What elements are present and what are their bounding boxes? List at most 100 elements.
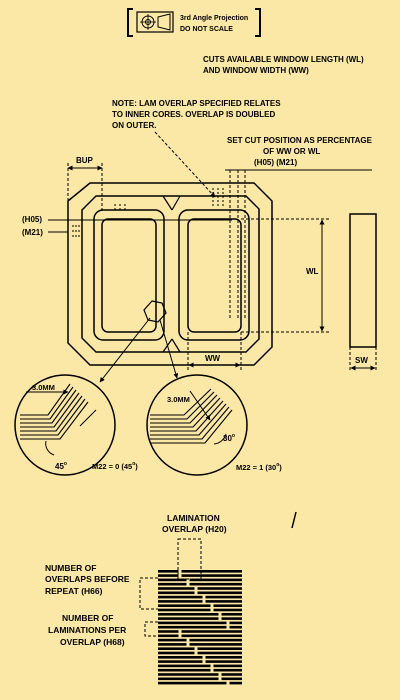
m21-label: (M21) <box>22 228 43 237</box>
lam-note-line1: NOTE: LAM OVERLAP SPECIFIED RELATES <box>112 99 281 108</box>
lamination-sheet <box>213 668 242 672</box>
lamination-sheet <box>158 625 227 629</box>
lamination-sheet <box>181 570 242 573</box>
lamination-sheet <box>158 634 179 638</box>
per-label-line1: NUMBER OF <box>62 613 113 623</box>
right-thickness-label: 3.0MM <box>167 395 190 404</box>
lamination-stack <box>158 570 242 685</box>
lamination-sheet <box>181 574 242 577</box>
lamination-sheet <box>189 582 242 586</box>
lamination-sheet <box>213 604 242 607</box>
overlaps-label-line2: OVERLAPS BEFORE <box>45 574 130 584</box>
lamination-sheet <box>158 574 179 577</box>
per-label-line3: OVERLAP (H68) <box>60 637 125 647</box>
cuts-note-line2: AND WINDOW WIDTH (WW) <box>203 66 309 75</box>
bup-label: BUP <box>76 156 94 165</box>
lamination-sheet <box>158 638 187 642</box>
lamination-sheet <box>158 591 195 595</box>
lamination-title-line2: OVERLAP (H20) <box>162 524 227 534</box>
slash-mark <box>291 511 297 529</box>
cuts-note-line1: CUTS AVAILABLE WINDOW LENGTH (WL) <box>203 55 364 64</box>
left-window-outer <box>93 209 165 341</box>
cut-markers <box>72 188 224 237</box>
overlap-bracket <box>177 538 202 580</box>
wl-label: WL <box>306 267 319 276</box>
lamination-sheet <box>205 656 242 659</box>
lamination-sheet <box>158 595 203 599</box>
lamination-sheet <box>221 617 242 620</box>
detail-leader-left <box>99 317 151 383</box>
detail-callout-marker <box>143 300 167 323</box>
lamination-sheet <box>158 651 195 655</box>
per-bracket <box>144 621 158 637</box>
lamination-sheet <box>158 681 227 685</box>
lamination-sheet <box>158 656 203 659</box>
lamination-title-line1: LAMINATION <box>167 513 220 523</box>
lamination-sheet <box>158 608 211 612</box>
lamination-sheet <box>221 673 242 676</box>
lamination-sheet <box>221 677 242 681</box>
left-window <box>101 218 157 333</box>
lamination-sheet <box>158 570 179 573</box>
lamination-sheet <box>158 578 187 582</box>
lamination-sheet <box>229 681 242 685</box>
core-middle-outline <box>81 195 260 353</box>
overlaps-label-line3: REPEAT (H66) <box>45 586 103 596</box>
lam-note-line2: TO INNER CORES. OVERLAP IS DOUBLED <box>112 110 276 119</box>
lamination-sheet <box>213 664 242 668</box>
lamination-sheet <box>158 621 227 625</box>
detail-right <box>146 374 248 476</box>
lamination-sheet <box>158 613 219 616</box>
lamination-sheet <box>213 608 242 612</box>
lamination-sheet <box>158 668 211 672</box>
left-m22-caption: M22 = 0 (45o) <box>92 461 138 471</box>
lamination-sheet <box>197 647 242 650</box>
overlaps-label-line1: NUMBER OF <box>45 563 96 573</box>
lamination-sheet <box>158 664 211 668</box>
overlaps-bracket <box>139 577 158 610</box>
core-front-view <box>67 182 273 366</box>
left-angle-label: 45o <box>55 461 67 471</box>
lamination-sheet <box>158 600 203 603</box>
lamination-sheet <box>158 660 203 663</box>
setcut-dimension <box>225 169 372 320</box>
lam-note-leader <box>154 131 216 198</box>
right-m22-caption: M22 = 1 (30o) <box>236 462 282 472</box>
lamination-sheet <box>158 582 187 586</box>
projection-label: 3rd Angle Projection <box>180 15 248 22</box>
lamination-sheet <box>158 604 211 607</box>
projection-header: 3rd Angle Projection DO NOT SCALE <box>127 8 261 37</box>
lamination-sheet <box>221 613 242 616</box>
core-side-view <box>349 213 377 348</box>
ww-dimension <box>187 332 242 370</box>
right-window <box>187 218 242 333</box>
scale-label: DO NOT SCALE <box>180 26 233 33</box>
setcut-note-line2: OF WW OR WL <box>263 147 320 156</box>
lamination-sheet <box>197 587 242 590</box>
lamination-sheet <box>158 673 219 676</box>
lamination-sheet <box>205 595 242 599</box>
ww-label: WW <box>205 354 221 363</box>
h05-label: (H05) <box>22 215 42 224</box>
lamination-sheet <box>189 643 242 646</box>
setcut-note-line1: SET CUT POSITION AS PERCENTAGE <box>227 136 373 145</box>
lamination-sheet <box>229 621 242 625</box>
left-thickness-label: 3.0MM <box>32 383 55 392</box>
right-angle-label: 30o <box>223 433 235 443</box>
lamination-sheet <box>205 600 242 603</box>
sw-label: SW <box>355 356 368 365</box>
lamination-sheet <box>158 677 219 681</box>
lamination-sheet <box>197 591 242 595</box>
bup-dimension <box>67 163 103 262</box>
detail-leader-right <box>159 319 179 379</box>
third-angle-projection-icon <box>140 13 171 31</box>
lamination-sheet <box>189 578 242 582</box>
lamination-sheet <box>197 651 242 655</box>
lamination-sheet <box>229 625 242 629</box>
lamination-sheet <box>181 630 242 633</box>
lamination-sheet <box>158 643 187 646</box>
per-label-line2: LAMINATIONS PER <box>48 625 126 635</box>
lamination-sheet <box>181 634 242 638</box>
lamination-sheet <box>189 638 242 642</box>
